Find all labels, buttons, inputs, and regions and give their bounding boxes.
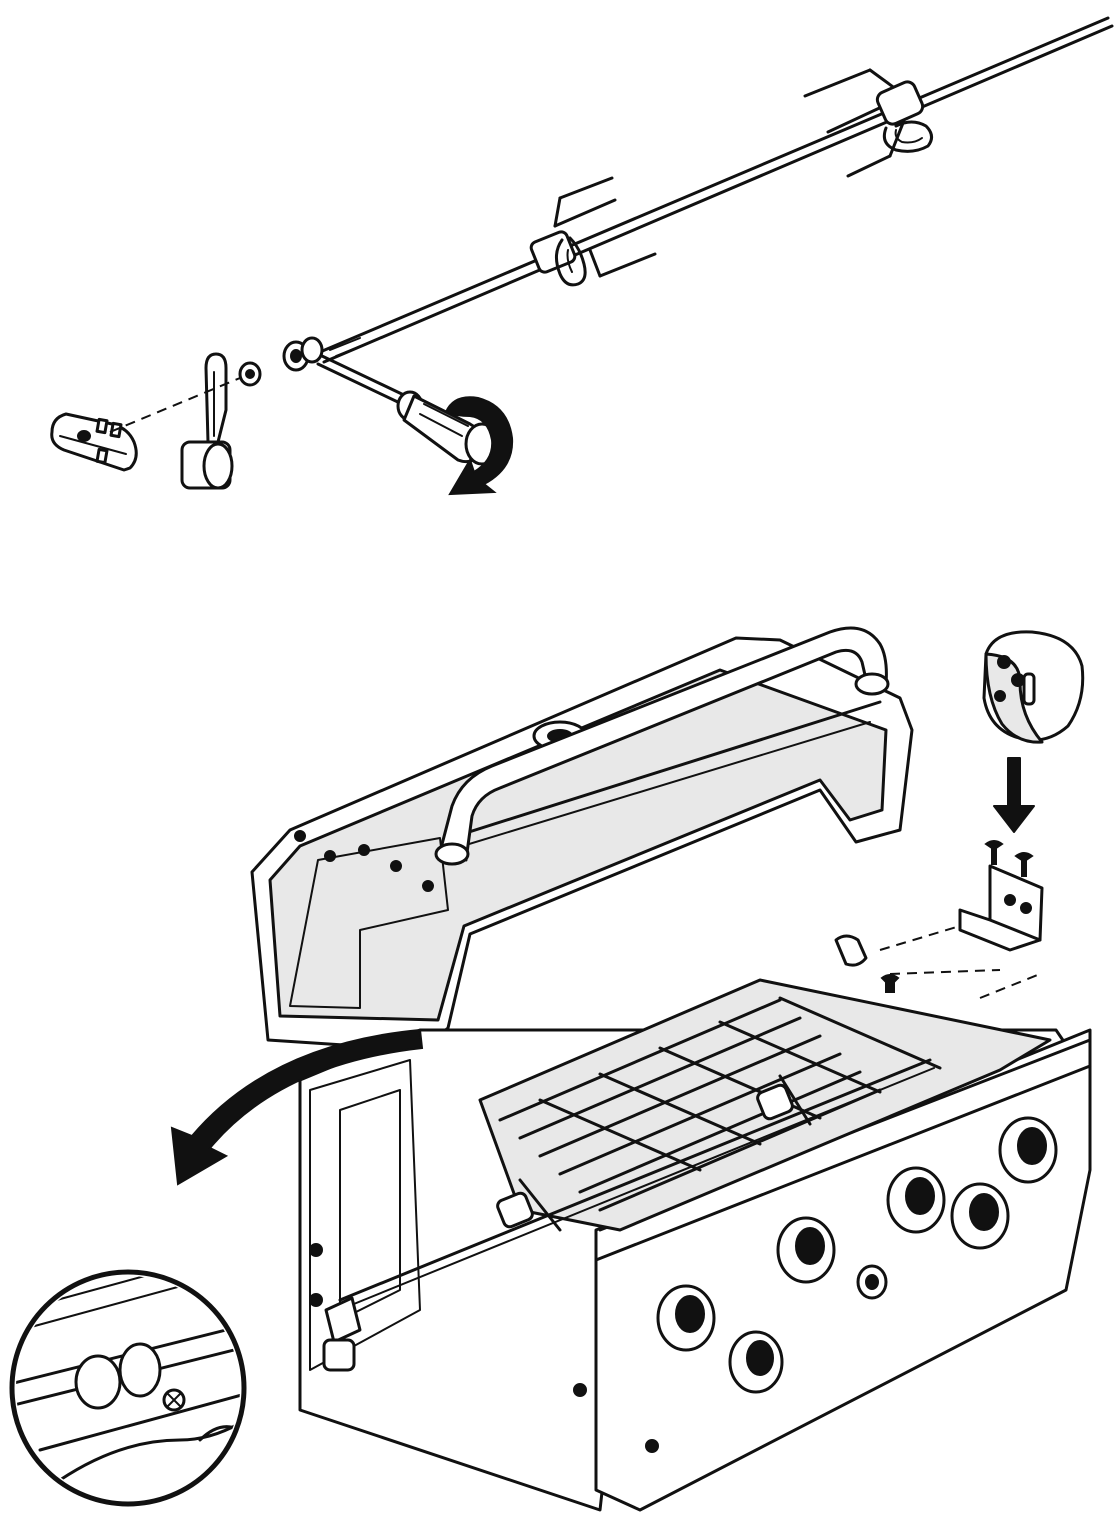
grill-installation-drawing bbox=[9, 626, 1092, 1512]
mounting-hardware bbox=[834, 934, 900, 993]
spit-on-grill bbox=[322, 1058, 935, 1372]
collar-bushing bbox=[282, 336, 324, 372]
spit-rod bbox=[318, 16, 1114, 364]
knob-2[interactable] bbox=[728, 1330, 784, 1394]
clockwise-arrow-icon bbox=[444, 396, 514, 496]
rotisserie-motor bbox=[982, 630, 1085, 744]
down-arrow-icon bbox=[993, 757, 1035, 833]
spit-assembly-drawing bbox=[50, 16, 1114, 496]
grill-lid bbox=[250, 636, 914, 1052]
knob-4[interactable] bbox=[886, 1166, 946, 1234]
grill-installation-figure bbox=[0, 610, 1118, 1518]
handle bbox=[180, 352, 234, 490]
lid-handle bbox=[434, 626, 890, 866]
knob-1[interactable] bbox=[656, 1284, 716, 1352]
motor-bracket bbox=[879, 864, 1044, 999]
bracket-screws bbox=[984, 840, 1034, 877]
meat-fork-front bbox=[529, 176, 657, 287]
spit-assembly-figure bbox=[0, 0, 1118, 540]
assembly-guide-line bbox=[109, 377, 241, 433]
curved-pointer-arrow-icon bbox=[170, 1028, 424, 1186]
knob-6[interactable] bbox=[998, 1116, 1058, 1184]
washer bbox=[238, 361, 262, 387]
counterbalance bbox=[50, 412, 138, 472]
igniter-button[interactable] bbox=[856, 1264, 888, 1300]
knob-3[interactable] bbox=[776, 1216, 836, 1284]
control-knobs bbox=[656, 1116, 1058, 1394]
meat-fork-rear bbox=[803, 68, 933, 178]
knob-5[interactable] bbox=[950, 1182, 1010, 1250]
detail-callout bbox=[9, 1269, 247, 1507]
